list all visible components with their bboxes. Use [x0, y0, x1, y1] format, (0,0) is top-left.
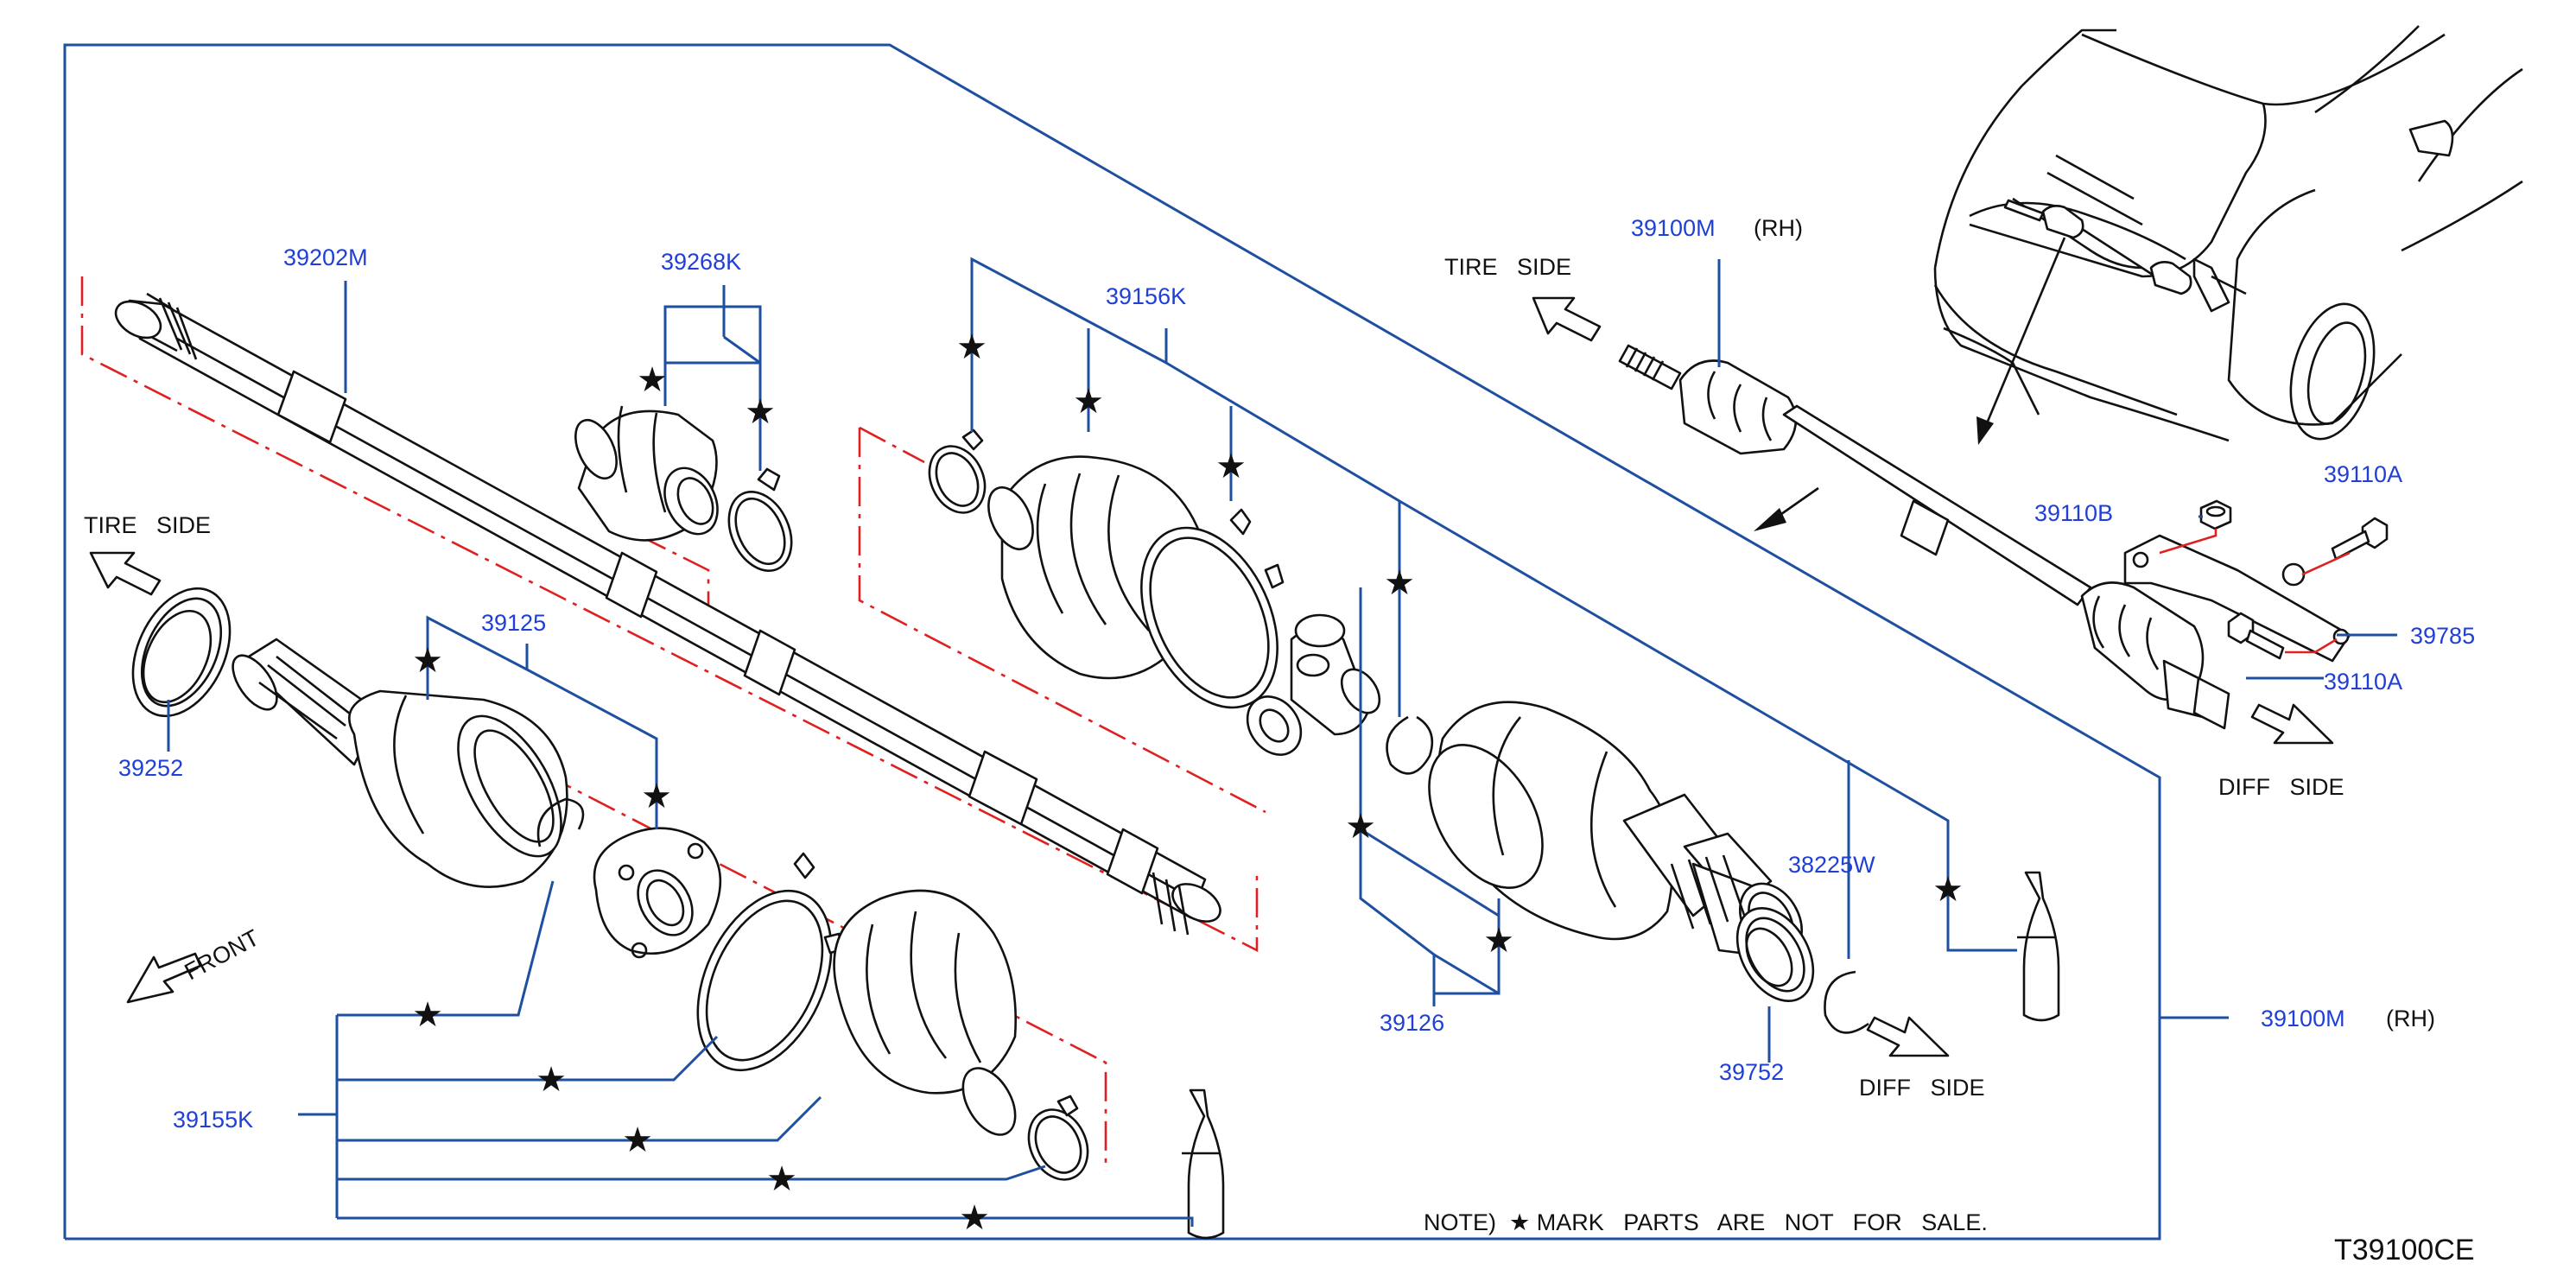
- boot-kit-39156k: [928, 428, 1285, 709]
- outer-joint: [232, 638, 568, 888]
- part-number-39126: 39126: [1380, 1010, 1444, 1036]
- star-mark: ★: [1483, 921, 1514, 961]
- part-number-39100m-top: 39100M: [1631, 215, 1716, 241]
- label-diff-side-bottom: DIFF SIDE: [1859, 1075, 1985, 1101]
- arrow-front: [126, 952, 202, 1004]
- arrow-diff-side-bottom: [1866, 1016, 1950, 1057]
- note-not-for-sale: NOTE) ★ MARK PARTS ARE NOT FOR SALE.: [1424, 1209, 1988, 1235]
- part-number-39268k: 39268K: [661, 249, 741, 275]
- label-tire-side-top: TIRE SIDE: [1444, 254, 1571, 280]
- inner-race: [593, 827, 722, 959]
- star-mark: ★: [1384, 563, 1415, 603]
- snap-ring-left: [536, 797, 585, 847]
- arrow-vehicle-shaft: [1754, 486, 1819, 531]
- part-number-39202m: 39202M: [283, 244, 368, 270]
- part-number-39100m-right: 39100M: [2261, 1006, 2345, 1031]
- part-number-39110b: 39110B: [2034, 500, 2113, 526]
- star-mark: ★: [745, 392, 776, 432]
- label-diff-side-right: DIFF SIDE: [2218, 774, 2344, 800]
- bracket-39785: [2123, 534, 2351, 663]
- label-rh-top: (RH): [1754, 215, 1803, 241]
- bolt-39110a-top: [2331, 517, 2389, 561]
- star-mark: ★: [637, 360, 668, 400]
- part-number-39155k: 39155K: [173, 1107, 253, 1133]
- grease-tube-right: [2017, 871, 2060, 1022]
- label-front: FRONT: [181, 924, 263, 985]
- star-mark: ★: [641, 777, 672, 816]
- star-mark: ★: [956, 327, 987, 367]
- direction-labels: TIRE SIDE TIRE SIDE DIFF SIDE DIFF SIDE …: [84, 215, 2435, 1235]
- part-number-39785: 39785: [2410, 623, 2475, 649]
- clamp-small-left: [1027, 1095, 1089, 1181]
- star-marks: ★ ★ ★ ★ ★ ★ ★ ★ ★ ★ ★ ★ ★ ★ ★ ★: [412, 327, 1964, 1238]
- part-number-39156k: 39156K: [1106, 283, 1186, 309]
- star-mark: ★: [1345, 807, 1376, 847]
- arrow-diff-side-right: [2250, 703, 2334, 745]
- part-number-39125: 39125: [481, 610, 546, 636]
- label-tire-side-left: TIRE SIDE: [84, 512, 211, 538]
- seal-39252: [131, 587, 232, 718]
- star-mark: ★: [412, 641, 443, 681]
- star-mark: ★: [766, 1159, 797, 1199]
- nut-39110b: [2199, 499, 2232, 530]
- snap-ring-center: [1386, 715, 1434, 775]
- shaft-39202m: [114, 292, 1221, 936]
- star-mark: ★: [412, 995, 443, 1035]
- damper-39268k: [574, 405, 719, 542]
- bolt-39110a-bottom: [2227, 612, 2285, 660]
- car-illustration: [1933, 25, 2523, 445]
- part-number-38225w: 38225W: [1788, 852, 1875, 878]
- assembled-shaft: [1618, 344, 2230, 730]
- part-number-39110a-top: 39110A: [2324, 461, 2402, 487]
- main-frame: [63, 43, 2161, 1241]
- seal-39752: [1735, 906, 1815, 1003]
- grease-tube-left: [1182, 1088, 1225, 1240]
- guide-lines-left: [80, 276, 1266, 1171]
- leader-39155k: [298, 880, 1194, 1227]
- part-number-39110a-bottom: 39110A: [2324, 669, 2402, 695]
- star-mark: ★: [1073, 382, 1104, 422]
- diagram-code: T39100CE: [2334, 1234, 2475, 1266]
- boot-left: [833, 889, 1017, 1136]
- star-mark: ★: [622, 1120, 653, 1160]
- part-number-39252: 39252: [118, 755, 183, 781]
- clamp-large-left: [696, 852, 844, 1072]
- star-mark: ★: [1932, 870, 1964, 910]
- arrow-tire-side-left: [89, 551, 162, 596]
- star-mark: ★: [1215, 447, 1247, 486]
- arrow-tire-side-top: [1532, 296, 1602, 342]
- part-number-labels: 39202M 39268K 39156K 39125 39252 39126 3…: [118, 215, 2475, 1133]
- star-mark: ★: [959, 1198, 990, 1238]
- clamp-39268k: [727, 467, 793, 572]
- star-mark: ★: [536, 1060, 567, 1100]
- snap-ring-38225w: [1824, 970, 1869, 1034]
- label-rh-right: (RH): [2386, 1006, 2435, 1031]
- part-number-39752: 39752: [1719, 1059, 1784, 1085]
